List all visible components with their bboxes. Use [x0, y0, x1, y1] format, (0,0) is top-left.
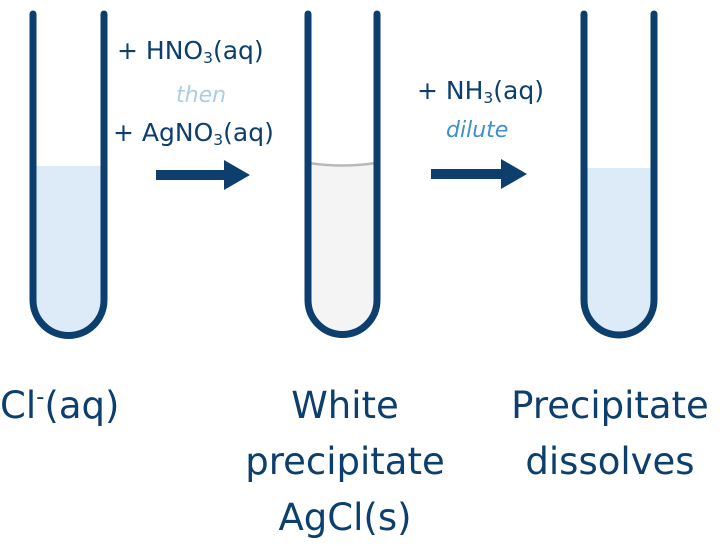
arrow-step-2	[431, 159, 527, 189]
note-dilute: dilute	[446, 118, 509, 143]
tube-2-liquid	[308, 165, 377, 335]
caption-dissolves: Precipitate dissolves	[500, 378, 720, 490]
caption-dissolves-line-1: Precipitate	[511, 384, 709, 427]
tube-2-glass	[304, 10, 381, 338]
reagent-agno3: + AgNO3(aq)	[113, 118, 274, 149]
caption-dissolves-line-2: dissolves	[525, 440, 695, 483]
caption-precipitate: White precipitate AgCl(s)	[240, 378, 450, 546]
tube-1-liquid	[33, 166, 104, 336]
note-then: then	[176, 83, 227, 108]
tube-3-liquid	[584, 168, 654, 335]
caption-precipitate-line-2: precipitate	[245, 440, 445, 483]
caption-precipitate-line-3: AgCl(s)	[278, 496, 412, 539]
tube-2-meniscus	[308, 161, 377, 167]
caption-precipitate-line-1: White	[291, 384, 399, 427]
test-tube-dissolved	[580, 10, 658, 339]
test-tube-chloride	[29, 10, 108, 339]
arrow-step-1	[156, 160, 250, 190]
test-tube-precipitate	[304, 10, 381, 338]
tube-1-glass	[29, 10, 108, 339]
tube-3-glass	[580, 10, 658, 339]
reagent-hno3: + HNO3(aq)	[117, 36, 264, 67]
caption-chloride: Cl-(aq)	[0, 384, 120, 427]
reagent-nh3: + NH3(aq)	[417, 76, 544, 107]
